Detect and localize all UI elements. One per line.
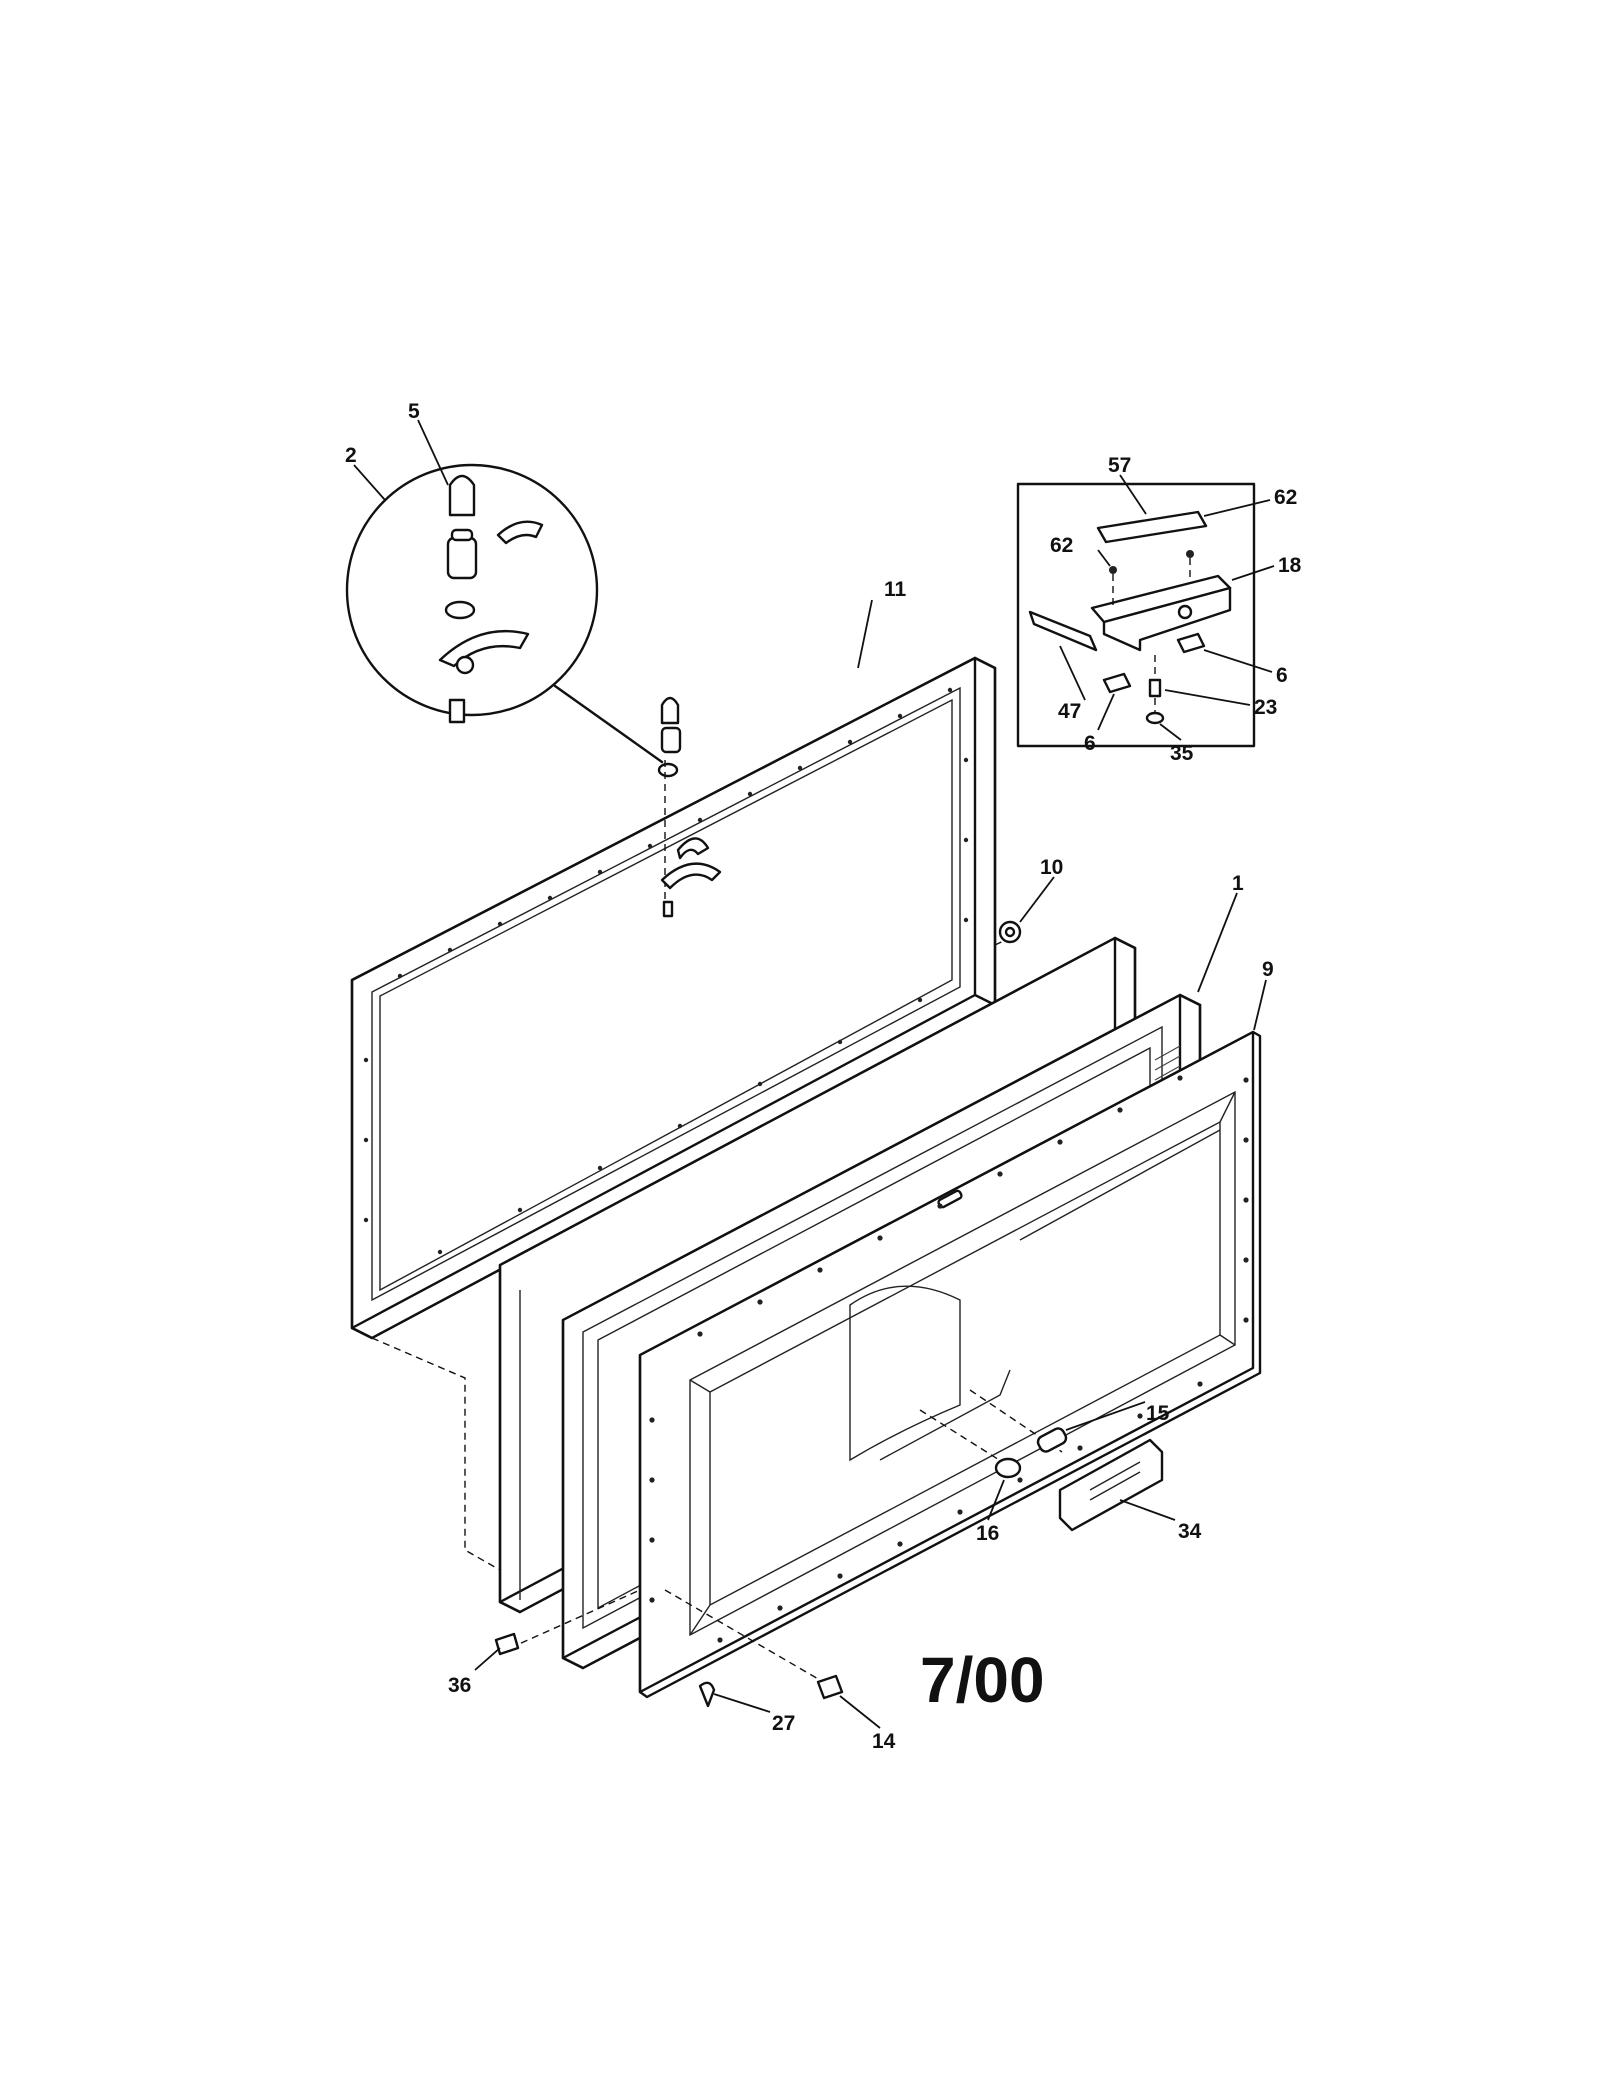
clip-6-right-icon: [1176, 632, 1206, 654]
callout-18: 18: [1278, 554, 1302, 577]
pin-23-icon: [1148, 678, 1162, 698]
callout-14: 14: [872, 1730, 896, 1753]
screw-27-icon: [698, 1681, 716, 1708]
light-16-icon: [994, 1457, 1022, 1479]
outer-lid-rivets: [363, 687, 969, 1255]
inner-liner-panel: [638, 1030, 1262, 1699]
detail-clip-icon: [496, 520, 544, 545]
callout-23: 23: [1254, 696, 1277, 719]
lock-cylinder-icon: [660, 726, 682, 754]
detail-cylinder-icon: [446, 536, 478, 580]
leader-lines: [353, 419, 1275, 1729]
lock-o-ring-icon: [657, 762, 679, 778]
callout-2: 2: [345, 444, 357, 467]
date-stamp: 7/00: [920, 1644, 1045, 1716]
callout-10: 10: [1040, 856, 1063, 879]
callout-27: 27: [772, 1712, 795, 1735]
plug-14-icon: [816, 1674, 844, 1700]
callout-62-left: 62: [1050, 534, 1073, 557]
lock-assembly: [657, 696, 722, 918]
liner-rivets: [649, 1075, 1249, 1643]
callout-16: 16: [976, 1522, 999, 1545]
screw-62-right-icon: [1186, 550, 1194, 558]
callout-47: 47: [1058, 700, 1081, 723]
bracket-inset-box: [1016, 482, 1256, 748]
detail-key-icon: [448, 474, 476, 517]
callout-9: 9: [1262, 958, 1274, 981]
callout-11: 11: [884, 578, 907, 601]
cover-34-icon: [1058, 1438, 1164, 1532]
clip-6-lower-icon: [1102, 672, 1132, 694]
lock-clip-icon: [676, 837, 710, 860]
callout-1: 1: [1232, 872, 1244, 895]
wire-47-icon: [1028, 610, 1098, 652]
callout-5: 5: [408, 400, 420, 423]
callout-6-right: 6: [1276, 664, 1288, 687]
strip-57-icon: [1096, 510, 1208, 544]
detail-screw-icon: [448, 698, 466, 724]
lock-cam-icon: [660, 862, 722, 890]
callout-35: 35: [1170, 742, 1194, 765]
hinge-36-icon: [494, 1632, 520, 1656]
lock-detail-circle: [345, 463, 664, 764]
callout-36: 36: [448, 1674, 471, 1697]
callout-labels: 5 2 11 57 62 62 18 6 23 47 6 35 10 1 9 1…: [345, 400, 1302, 1753]
callout-15: 15: [1146, 1402, 1170, 1425]
lock-key-icon: [660, 696, 680, 725]
detail-o-ring-icon: [444, 600, 476, 620]
callout-57: 57: [1108, 454, 1131, 477]
washer-35-icon: [1145, 711, 1165, 725]
callout-6-lower: 6: [1084, 732, 1096, 755]
screw-62-left-icon: [1109, 566, 1117, 574]
detail-cam-icon: [438, 629, 530, 668]
switch-15-icon: [1036, 1427, 1068, 1453]
lock-screw-icon: [662, 900, 674, 918]
callout-34: 34: [1178, 1520, 1202, 1543]
callout-62-right: 62: [1274, 486, 1297, 509]
